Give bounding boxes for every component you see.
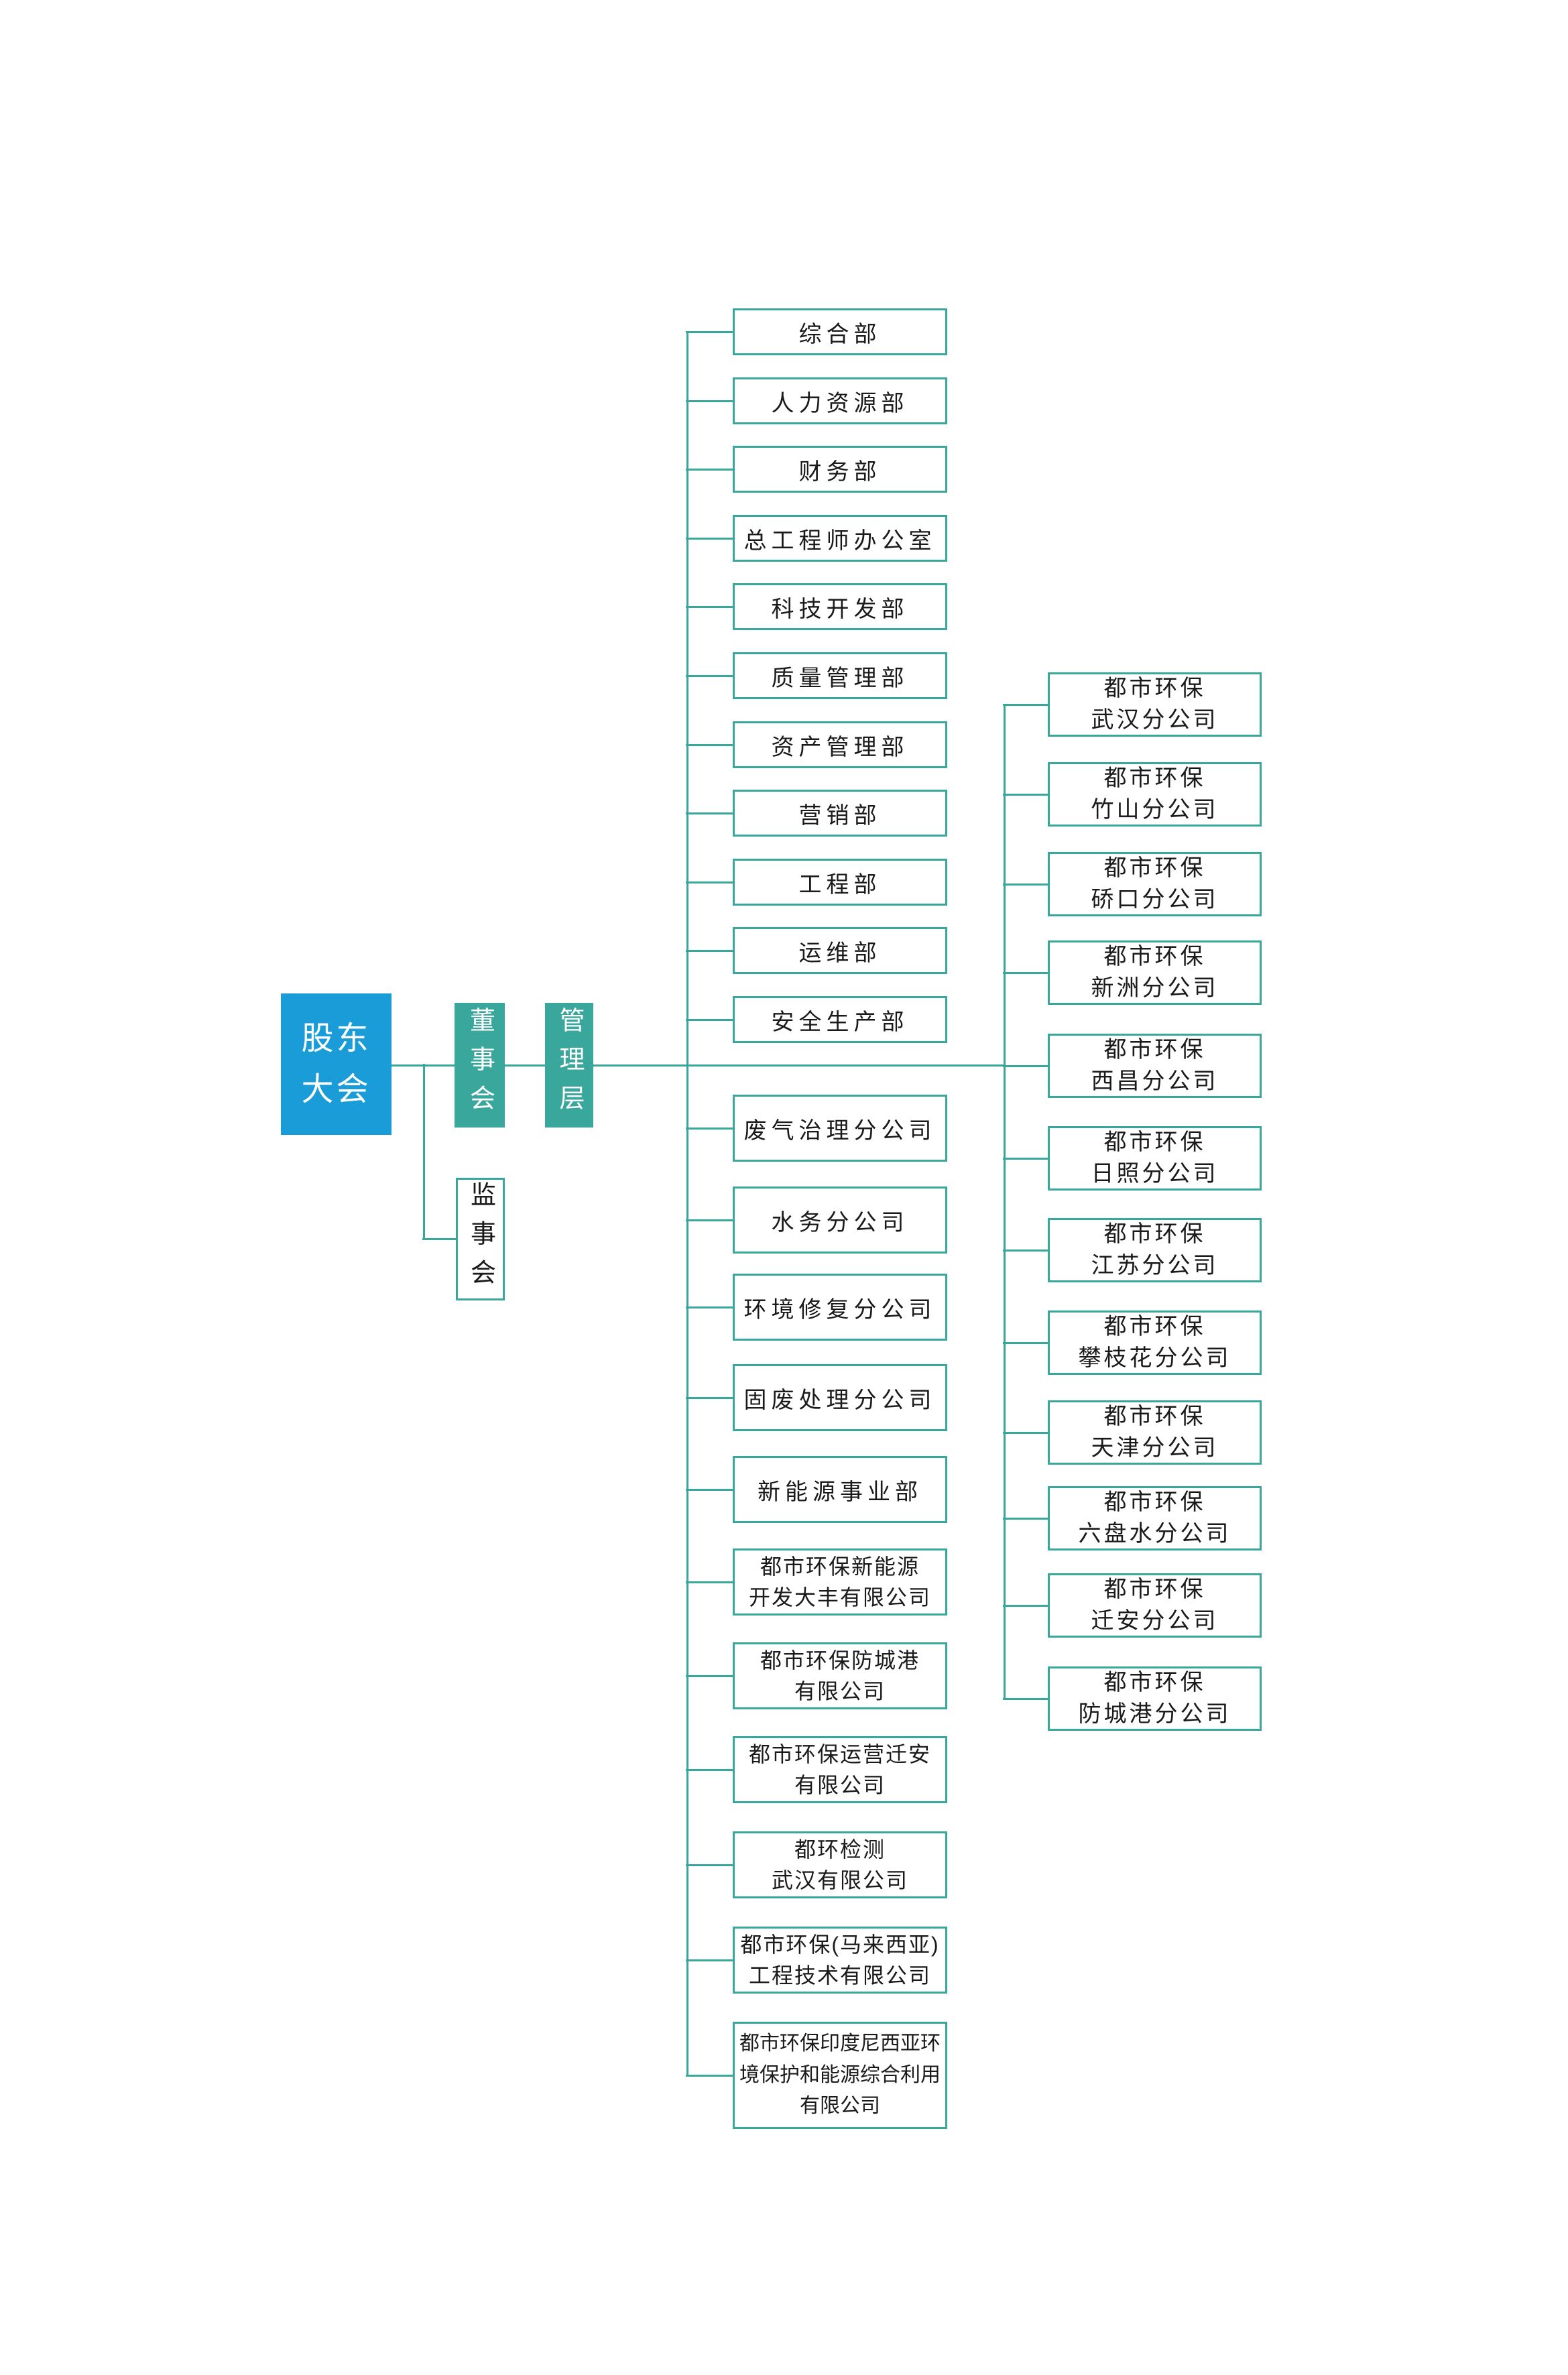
org-node-branch-company: 都市环保 防城港分公司 (1048, 1666, 1262, 1731)
connector-line (1003, 1697, 1050, 1700)
connector-line (686, 1219, 735, 1221)
org-node-department: 安全生产部 (733, 996, 947, 1043)
org-node-shareholders-meeting: 股东 大会 (281, 993, 391, 1135)
connector-line (686, 400, 735, 402)
org-node-branch-company: 都市环保 迁安分公司 (1048, 1573, 1262, 1638)
org-node-department: 财务部 (733, 446, 947, 493)
connector-line (1003, 704, 1006, 1700)
connector-line (1003, 1517, 1050, 1520)
connector-line (593, 1064, 1006, 1067)
org-node-subsidiary: 环境修复分公司 (733, 1274, 947, 1341)
org-node-department: 综合部 (733, 308, 947, 355)
connector-line (503, 1064, 546, 1067)
connector-line (686, 1674, 735, 1677)
org-node-branch-company: 都市环保 江苏分公司 (1048, 1218, 1262, 1282)
org-node-department: 工程部 (733, 859, 947, 906)
connector-line (686, 1768, 735, 1771)
org-node-subsidiary: 都市环保印度尼西亚环 境保护和能源综合利用 有限公司 (733, 2022, 947, 2129)
connector-line (686, 2074, 735, 2077)
org-node-branch-company: 都市环保 天津分公司 (1048, 1400, 1262, 1465)
connector-line (686, 812, 735, 814)
connector-line (686, 674, 735, 677)
org-node-subsidiary: 新能源事业部 (733, 1456, 947, 1523)
org-node-subsidiary: 废气治理分公司 (733, 1095, 947, 1162)
org-node-subsidiary: 都市环保防城港 有限公司 (733, 1642, 947, 1709)
org-node-department: 人力资源部 (733, 377, 947, 424)
connector-line (686, 331, 688, 2077)
org-node-department: 资产管理部 (733, 721, 947, 768)
org-node-branch-company: 都市环保 西昌分公司 (1048, 1034, 1262, 1098)
org-node-subsidiary: 都市环保新能源 开发大丰有限公司 (733, 1548, 947, 1616)
org-node-supervisory-board: 监事会 (456, 1178, 505, 1300)
org-node-branch-company: 都市环保 新洲分公司 (1048, 940, 1262, 1005)
connector-line (686, 537, 735, 540)
org-node-subsidiary: 水务分公司 (733, 1186, 947, 1254)
connector-line (686, 949, 735, 952)
org-node-department: 质量管理部 (733, 652, 947, 699)
org-node-subsidiary: 都市环保运营迁安 有限公司 (733, 1736, 947, 1803)
org-node-department: 科技开发部 (733, 583, 947, 630)
org-node-branch-company: 都市环保 武汉分公司 (1048, 672, 1262, 737)
connector-line (1003, 883, 1050, 886)
connector-line (1003, 971, 1050, 974)
org-node-branch-company: 都市环保 攀枝花分公司 (1048, 1311, 1262, 1375)
connector-line (422, 1237, 457, 1240)
connector-line (686, 1864, 735, 1866)
connector-line (686, 1306, 735, 1308)
connector-line (686, 881, 735, 884)
org-node-management: 管理层 (545, 1003, 593, 1128)
connector-line (1003, 703, 1050, 706)
connector-line (1003, 1157, 1050, 1160)
org-node-department: 总工程师办公室 (733, 515, 947, 562)
connector-line (686, 1127, 735, 1130)
org-node-subsidiary: 都市环保(马来西亚) 工程技术有限公司 (733, 1927, 947, 1994)
org-node-branch-company: 都市环保 硚口分公司 (1048, 852, 1262, 916)
connector-line (686, 1488, 735, 1491)
connector-line (686, 1396, 735, 1399)
connector-line (1003, 1249, 1050, 1252)
connector-line (686, 1018, 735, 1021)
org-node-branch-company: 都市环保 竹山分公司 (1048, 762, 1262, 827)
connector-line (1003, 1604, 1050, 1607)
connector-line (686, 330, 735, 333)
connector-line (1003, 1431, 1050, 1434)
connector-line (1003, 1341, 1050, 1344)
connector-line (1003, 793, 1050, 796)
connector-line (422, 1064, 425, 1240)
connector-line (686, 743, 735, 746)
org-node-branch-company: 都市环保 日照分公司 (1048, 1126, 1262, 1191)
connector-line (686, 605, 735, 608)
connector-line (1003, 1064, 1050, 1067)
org-node-department: 运维部 (733, 927, 947, 974)
connector-line (686, 1959, 735, 1961)
connector-line (686, 1581, 735, 1583)
org-node-department: 营销部 (733, 790, 947, 837)
org-node-branch-company: 都市环保 六盘水分公司 (1048, 1486, 1262, 1550)
connector-line (686, 468, 735, 471)
org-node-subsidiary: 都环检测 武汉有限公司 (733, 1831, 947, 1898)
org-node-board-of-directors: 董事会 (455, 1003, 505, 1128)
org-node-subsidiary: 固废处理分公司 (733, 1364, 947, 1431)
